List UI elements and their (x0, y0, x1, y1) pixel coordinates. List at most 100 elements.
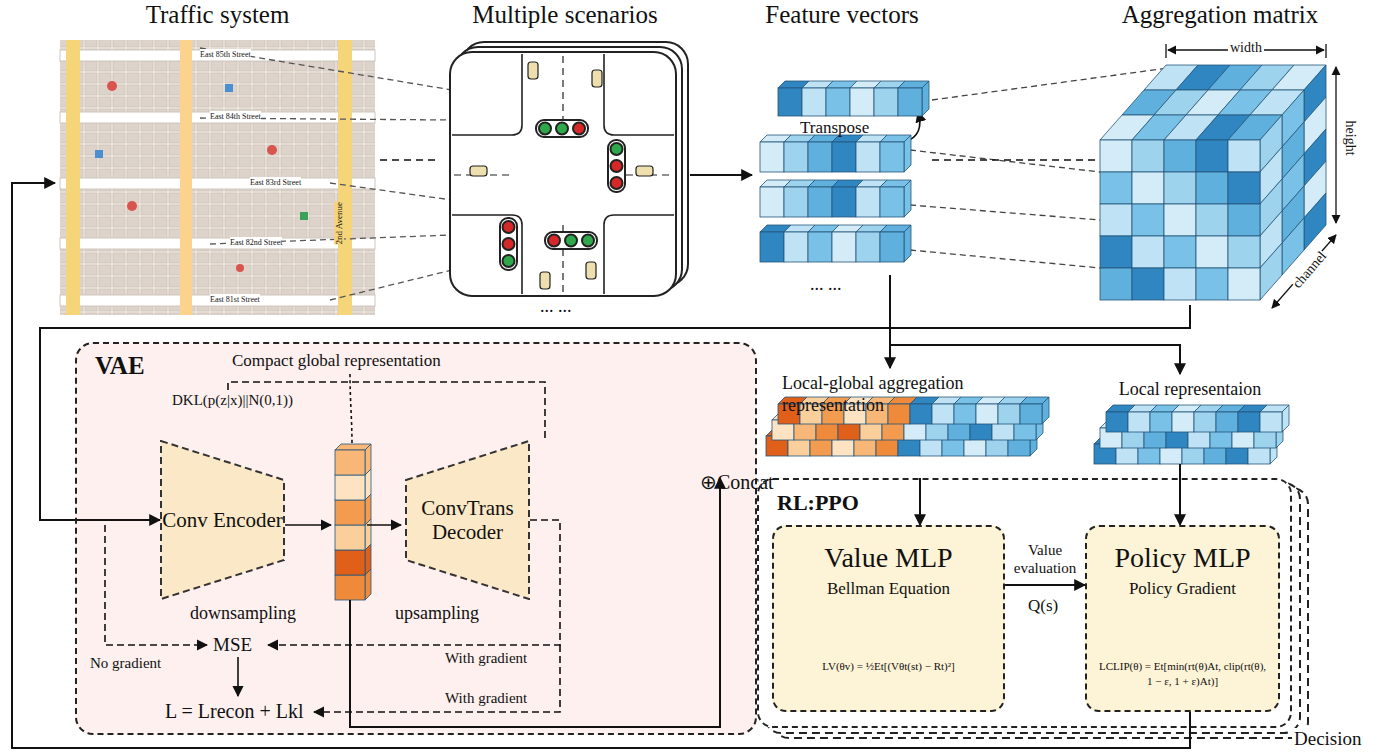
connector (690, 174, 752, 176)
matrix-cell (1100, 236, 1132, 268)
intersection-scene (452, 215, 522, 294)
matrix-cell (1196, 268, 1228, 300)
vae-wiring (367, 524, 401, 526)
policy-mlp-box: Policy MLPPolicy GradientLCLIP(θ) = Et[m… (1085, 525, 1280, 712)
intersection-scene (452, 54, 674, 294)
intersection-scene (611, 177, 623, 189)
vector-cell (922, 81, 929, 116)
node-title: Traffic system (55, 0, 380, 30)
street-map (60, 295, 375, 306)
vector-cell (880, 142, 904, 172)
intersection-scene (592, 70, 602, 87)
connector (1179, 464, 1181, 525)
intersection-scene (540, 272, 550, 289)
vector-cell (976, 404, 998, 424)
vector-cell (998, 404, 1020, 424)
dimension-arrows (1165, 44, 1166, 58)
matrix-cell (1228, 204, 1260, 236)
intersection-scene (503, 255, 515, 267)
vector-cell (1042, 397, 1049, 424)
matrix-cell (1132, 236, 1164, 268)
vector-cell (760, 232, 784, 262)
street-map (60, 238, 375, 249)
node-text: LV(θv) = ½Et[(Vθt(st) − Rt)²] (784, 659, 993, 674)
map-to-scenario-leader (200, 48, 452, 300)
matrix-cell (1100, 268, 1132, 300)
ppo-module: RL:PPOValue MLPBellman EquationLV(θv) = … (757, 478, 1292, 728)
matrix-cell (1228, 172, 1260, 204)
stage-label: downsampling (190, 603, 296, 624)
map-to-scenario-leader (330, 270, 452, 300)
connector (932, 159, 1095, 161)
vector-cell (832, 232, 856, 262)
connector (12, 183, 1190, 748)
intersection-scene (604, 215, 674, 294)
intersection-scene (573, 123, 585, 135)
node-title: Conv Encoder (162, 508, 283, 532)
vector-cell (880, 187, 904, 217)
vector-cell (335, 475, 365, 500)
vector-cell (335, 450, 365, 475)
matrix-cell (1164, 172, 1196, 204)
node-title: Aggregation matrix (1095, 0, 1345, 30)
ellipsis: ... ... (810, 274, 842, 295)
matrix-cell (1164, 236, 1196, 268)
vector-cell (904, 225, 911, 262)
ppo-stack (757, 478, 1292, 728)
street-map (60, 50, 375, 61)
vector-cell (1128, 412, 1150, 432)
connector (890, 275, 1180, 374)
intersection-scene (500, 218, 517, 270)
matrix-cell (1132, 204, 1164, 236)
street-name: East 83rd Street (250, 177, 301, 188)
dimension-label: width (1228, 40, 1264, 56)
node-title: ConvTrans Decoder (405, 496, 530, 544)
node-text: Bellman Equation (784, 579, 993, 599)
map-to-scenario-leader (200, 48, 452, 90)
street-map (236, 264, 244, 272)
matrix-cell (1164, 140, 1196, 172)
vector-cell (1172, 412, 1194, 432)
connector-label: Decision (1292, 728, 1364, 750)
gradient-note: No gradient (90, 655, 161, 672)
vector-cell (808, 187, 832, 217)
vector-cell (784, 232, 808, 262)
street-map (66, 40, 80, 315)
matrix-cell (1228, 236, 1260, 268)
street-map (225, 84, 233, 92)
vector-cell (856, 232, 880, 262)
matrix-cell (1228, 268, 1260, 300)
vector-cell (898, 88, 922, 116)
matrix-cell (1100, 172, 1132, 204)
intersection-scene (608, 140, 625, 192)
vector-cell (335, 550, 365, 575)
intersection-scene (470, 166, 487, 176)
transpose-label: Transpose (800, 118, 869, 138)
intersection-scene (636, 166, 653, 176)
street-map (267, 145, 277, 155)
vae-wiring (285, 524, 331, 526)
vector-cell (808, 232, 832, 262)
matrix-cell (1132, 140, 1164, 172)
intersection-scene (470, 62, 653, 289)
trapezoid-shape (406, 441, 529, 599)
node-title: Local representaion (1090, 378, 1290, 400)
intersection-scene (604, 54, 674, 135)
vector-cell (932, 404, 954, 424)
intersection-scene (503, 238, 515, 250)
node-text: LCLIP(θ) = Et[min(rt(θ)At, clip(rt(θ), 1… (1097, 659, 1268, 690)
gradient-note: With gradient (445, 690, 527, 707)
gradient-note: With gradient (445, 650, 527, 667)
vector-cell (856, 187, 880, 217)
latent-cells (335, 444, 371, 600)
intersection-scene (565, 235, 577, 247)
vector-cell (808, 142, 832, 172)
intersection-scene (556, 123, 568, 135)
street-map (60, 40, 375, 315)
street-map (60, 112, 375, 123)
vector-cell (1150, 412, 1172, 432)
connector (380, 159, 440, 161)
vector-cell (826, 88, 850, 116)
street-map (127, 201, 137, 211)
vae-wiring (350, 374, 352, 444)
